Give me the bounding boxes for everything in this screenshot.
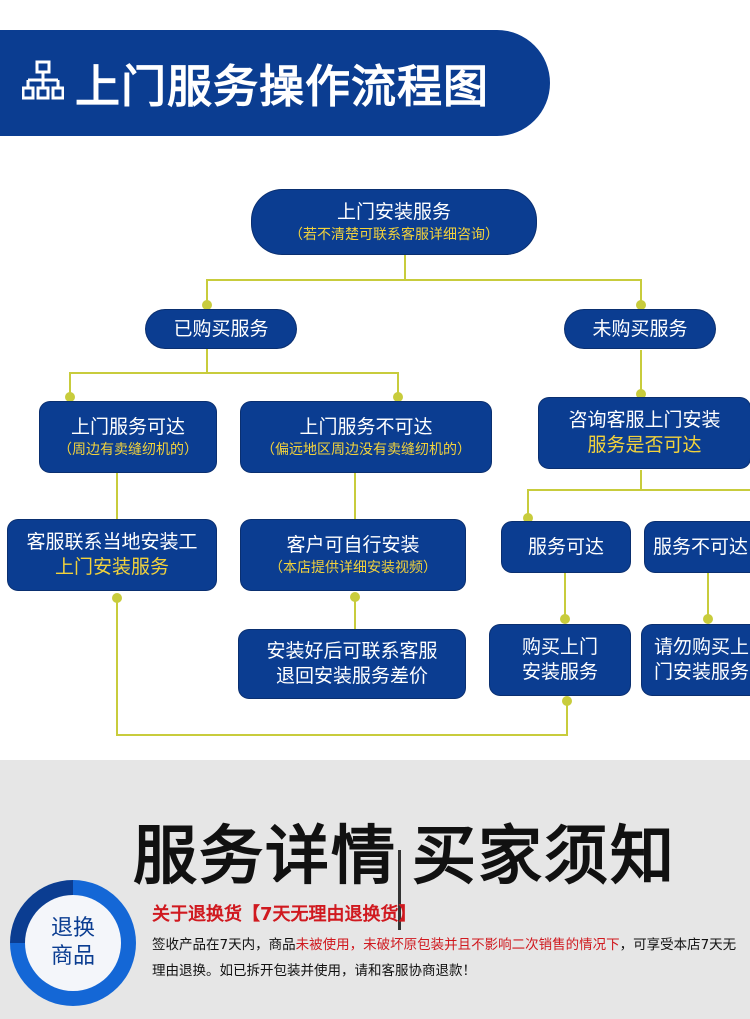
node-refund-diff: 安装好后可联系客服 退回安装服务差价 (239, 630, 465, 698)
node-reachable: 上门服务可达 （周边有卖缝纫机的） (40, 402, 216, 472)
return-badge-line1: 退换 (50, 916, 95, 941)
connector-dot (112, 593, 122, 603)
node-dont-buy-line2: 门安装服务 (654, 661, 750, 683)
node-consult-sub: 服务是否可达 (587, 434, 702, 456)
connector-dot (65, 392, 75, 402)
details-title-divider (398, 850, 401, 930)
node-service-ok-title: 服务可达 (527, 535, 604, 558)
connector-dot (523, 513, 533, 523)
details-title-right: 买家须知 (412, 820, 676, 894)
node-not-bought: 未购买服务 (565, 310, 715, 348)
node-service-ok: 服务可达 (502, 522, 630, 572)
node-refund-diff-line1: 安装好后可联系客服 (266, 640, 438, 662)
node-reachable-title: 上门服务可达 (70, 415, 185, 438)
node-service-not-ok-title: 服务不可达 (653, 535, 749, 558)
node-local-installer: 客服联系当地安装工 上门安装服务 (8, 520, 216, 590)
page-title: 上门服务操作流程图 (75, 60, 490, 113)
connector-dot (636, 300, 646, 310)
connector-dot (562, 696, 572, 706)
header-banner: 上门服务操作流程图 (0, 30, 550, 136)
sitemap-icon (22, 60, 64, 100)
return-policy-text-condition: 未被使用，未破坏原包装并且不影响二次销售的情况下 (295, 937, 620, 953)
node-refund-diff-line2: 退回安装服务差价 (275, 665, 428, 687)
node-unreachable-sub: （偏远地区周边没有卖缝纫机的） (261, 441, 471, 458)
node-local-installer-line2: 上门安装服务 (54, 556, 169, 578)
return-policy-body: 签收产品在7天内，商品未被使用，未破坏原包装并且不影响二次销售的情况下，可享受本… (152, 932, 742, 984)
connector-dot (636, 389, 646, 399)
return-policy-text-b: ，可享受本店7天无理由退换。如已拆开包装并使用，请和客服协商退款！ (152, 937, 737, 979)
node-dont-buy-line1: 请勿购买上 (654, 636, 750, 658)
flow-connectors (65, 255, 750, 736)
node-bought-title: 已购买服务 (173, 317, 269, 340)
connector-bought-right (207, 372, 399, 400)
node-buy-service: 购买上门 安装服务 (490, 625, 630, 695)
connector-dot (350, 592, 360, 602)
node-service-not-ok: 服务不可达 (645, 522, 750, 572)
return-badge-line2: 商品 (50, 944, 95, 969)
node-buy-service-line1: 购买上门 (521, 636, 598, 658)
node-self-install: 客户可自行安装 （本店提供详细安装视频） (241, 520, 465, 590)
return-badge-inner: 退换 商品 (25, 895, 121, 991)
connector-root-split (206, 255, 406, 305)
node-local-installer-line1: 客服联系当地安装工 (26, 531, 198, 553)
node-self-install-sub: （本店提供详细安装视频） (269, 559, 437, 576)
connector-dot (393, 392, 403, 402)
node-not-bought-title: 未购买服务 (592, 317, 688, 340)
node-root-sub: （若不清楚可联系客服详细咨询） (289, 226, 499, 243)
node-unreachable-title: 上门服务不可达 (299, 415, 433, 438)
node-bought: 已购买服务 (146, 310, 296, 348)
node-root: 上门安装服务 （若不清楚可联系客服详细咨询） (252, 190, 536, 254)
node-unreachable: 上门服务不可达 （偏远地区周边没有卖缝纫机的） (241, 402, 491, 472)
return-policy-title: 关于退换货【7天无理由退换货】 (152, 904, 417, 925)
node-consult-title: 咨询客服上门安装 (568, 409, 721, 431)
connector-dot (202, 300, 212, 310)
node-consult: 咨询客服上门安装 服务是否可达 (539, 398, 750, 468)
connector-bought-split (69, 348, 208, 400)
details-heading: 服务详情 买家须知 (0, 805, 750, 930)
details-title-left: 服务详情 (133, 820, 397, 894)
connector-consult-split (527, 470, 642, 520)
return-policy-text-a: 签收产品在7天内，商品 (152, 937, 296, 953)
connector-installer-loop (116, 598, 568, 736)
connector-root-right (405, 279, 642, 305)
connector-dot (703, 614, 713, 624)
node-buy-service-line2: 安装服务 (521, 661, 598, 683)
details-section: 服务详情 买家须知 退换 商品 关于退换货【7天无理由退换货】 签收产品在7天内… (0, 760, 750, 1019)
connector-dot (560, 614, 570, 624)
node-self-install-title: 客户可自行安装 (286, 533, 420, 556)
return-badge: 退换 商品 (10, 880, 136, 1006)
node-reachable-sub: （周边有卖缝纫机的） (58, 441, 198, 458)
node-dont-buy: 请勿购买上 门安装服务 (642, 625, 750, 695)
node-root-title: 上门安装服务 (336, 200, 451, 223)
